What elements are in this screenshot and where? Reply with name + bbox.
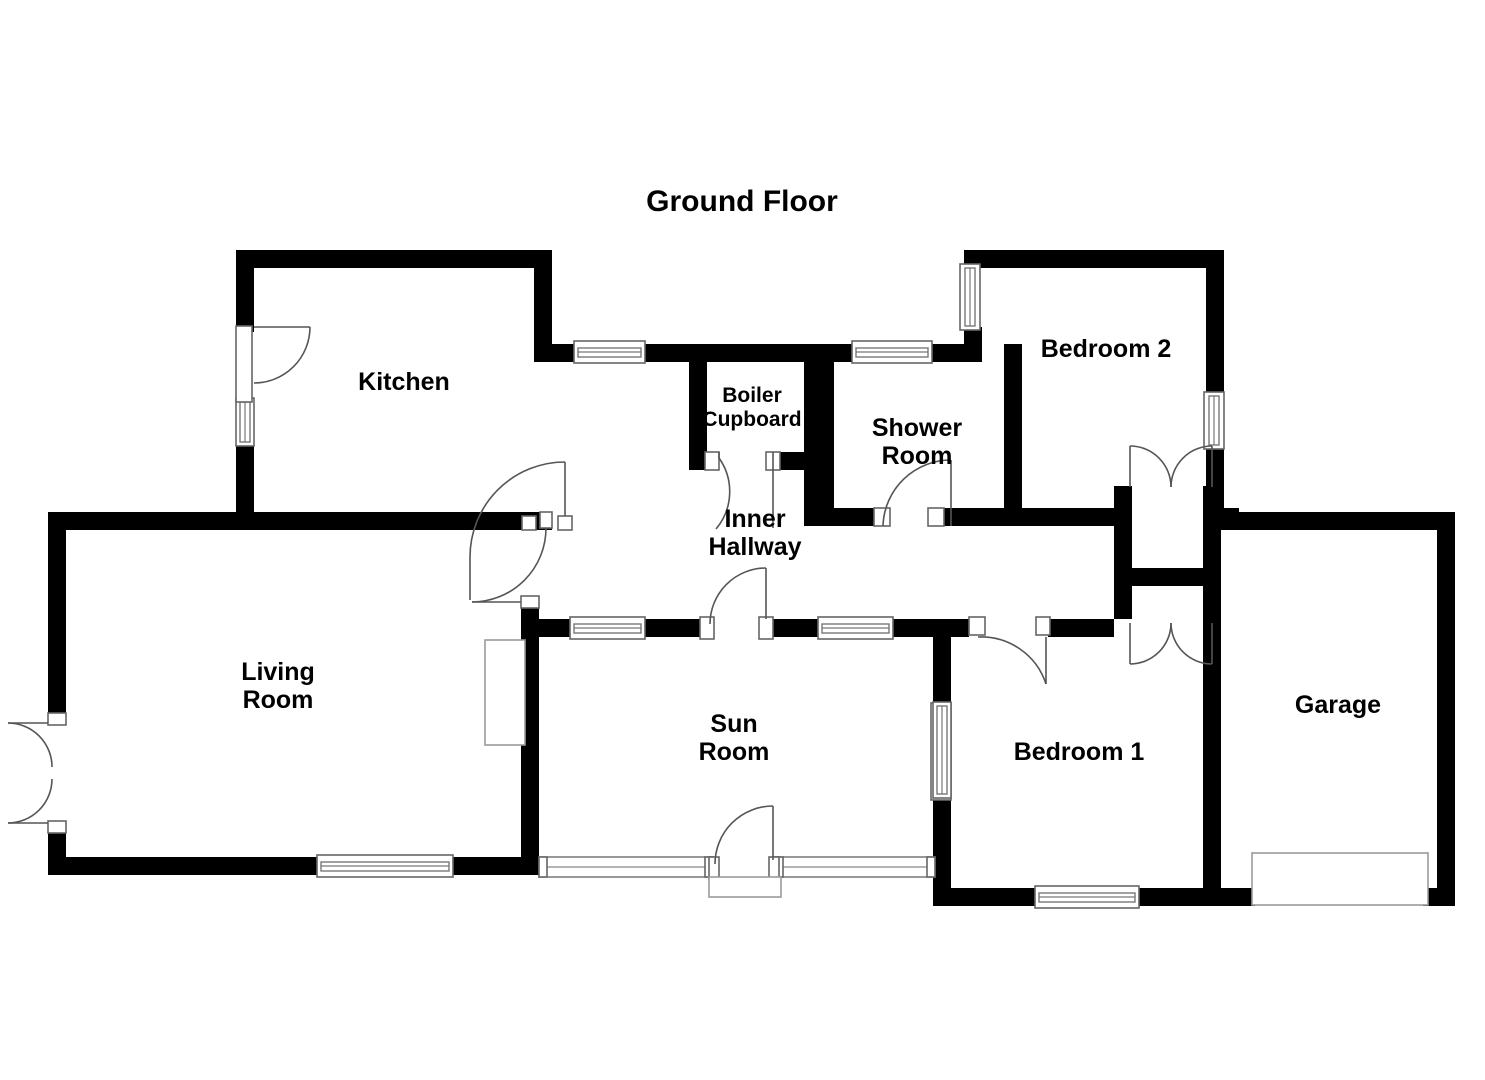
sun-room-external-door[interactable] [708, 805, 782, 898]
wall-boiler-south-b [780, 452, 822, 470]
page-title: Ground Floor [646, 185, 838, 218]
living-room-south-window [316, 854, 454, 878]
room-label-living-room-line1: Living [241, 658, 315, 686]
room-label-group: Kitchen Boiler Cupboard Shower Room Bedr… [241, 335, 1381, 766]
wall-kitchen-south-b [643, 344, 701, 362]
wall-bedroom2-west-bottom [964, 327, 982, 362]
wall-bedroom2-east-upper [1206, 250, 1224, 394]
wall-kitchen-west-upper [236, 250, 254, 332]
wall-bedroom1-west-upper [933, 619, 951, 637]
wall-sunroom-north-c [767, 619, 819, 637]
door-group [7, 325, 1429, 906]
bedroom-2-west-window [959, 263, 981, 331]
wall-sunroom-east-lower [933, 798, 951, 906]
wardrobe-upper-doors[interactable] [1129, 445, 1213, 488]
living-room-external-doors[interactable] [7, 712, 67, 834]
garage-main-door[interactable] [1251, 852, 1429, 906]
wall-sunroom-east [933, 619, 951, 705]
wall-living-south-a [48, 857, 318, 875]
wall-garage-east [1437, 512, 1455, 888]
wall-sunroom-north-b [643, 619, 705, 637]
kitchen-external-door[interactable] [235, 325, 311, 403]
wall-garage-north [1203, 512, 1455, 530]
wall-kitchen-west-lower [236, 443, 254, 520]
room-label-boiler-cupboard-line1: Boiler [722, 384, 782, 407]
living-room-hallway-door[interactable] [471, 511, 553, 609]
wall-sunroom-north-a [539, 619, 572, 637]
room-label-sun-room-line2: Room [699, 738, 770, 766]
kitchen-hallway-door[interactable] [469, 461, 573, 600]
wall-kitchen-east [534, 250, 552, 350]
wall-hall-east-stub [1022, 508, 1118, 526]
wardrobe-lower-doors[interactable] [1129, 622, 1213, 665]
room-label-shower-room-line1: Shower [872, 414, 963, 442]
wall-bedroom1-north-b [1048, 619, 1114, 637]
sun-room-north-window-right [817, 616, 894, 640]
wall-shower-south-b [944, 508, 1022, 526]
shower-room-door[interactable] [873, 459, 952, 527]
wall-bedroom2-west-top [964, 250, 982, 266]
room-label-kitchen: Kitchen [358, 368, 450, 396]
feature-group [484, 639, 526, 746]
wall-kitchen-north [236, 250, 552, 268]
room-label-boiler-cupboard-line2: Cupboard [702, 408, 801, 431]
wall-kitchen-south-a [534, 344, 576, 362]
shower-room-north-window [851, 340, 933, 364]
wall-living-north [48, 512, 552, 530]
room-label-garage: Garage [1295, 691, 1381, 719]
wall-living-south-b [452, 857, 538, 875]
wall-shower-south-a [804, 508, 874, 526]
sun-room-hallway-door[interactable] [699, 567, 774, 640]
room-label-inner-hallway-line2: Hallway [708, 533, 801, 561]
wall-shower-west [816, 344, 834, 526]
living-room-chimney-breast [484, 639, 526, 746]
wall-bedroom1-inner-div [1114, 568, 1220, 586]
wall-bedroom1-north-a [951, 619, 969, 637]
bedroom-2-east-window [1203, 391, 1225, 450]
wall-boiler-west [689, 344, 707, 470]
sun-room-south-glazing-right [774, 856, 936, 878]
sun-room-north-window-left [569, 616, 646, 640]
bedroom-1-door[interactable] [968, 616, 1051, 685]
room-label-living-room-line2: Room [243, 686, 314, 714]
wall-bedroom2-north [964, 250, 1224, 268]
room-label-bedroom-1: Bedroom 1 [1014, 738, 1145, 766]
wall-shower-east [1004, 344, 1022, 526]
room-label-sun-room-line1: Sun [710, 710, 757, 738]
kitchen-west-window [235, 397, 255, 447]
wall-living-west-upper [48, 512, 66, 716]
wall-bedroom1-inner-east [1203, 486, 1221, 898]
room-label-shower-room-line2: Room [882, 442, 953, 470]
wall-garage-south-b [1423, 888, 1455, 906]
room-label-bedroom-2: Bedroom 2 [1041, 335, 1172, 363]
wall-hall-corner-stub [1203, 508, 1239, 526]
bedroom-1-south-window [1034, 885, 1140, 909]
bedroom-1-west-window-real [932, 701, 952, 799]
boiler-cupboard-door[interactable] [704, 451, 781, 530]
wall-group [48, 250, 1455, 906]
wall-north-shower [930, 344, 964, 362]
kitchen-south-window [573, 340, 646, 364]
wall-bedroom1-inner-west [1114, 486, 1132, 619]
wall-garage-south-a [1203, 888, 1255, 906]
sun-room-south-glazing-left [538, 856, 714, 878]
room-label-inner-hallway-line1: Inner [724, 505, 785, 533]
